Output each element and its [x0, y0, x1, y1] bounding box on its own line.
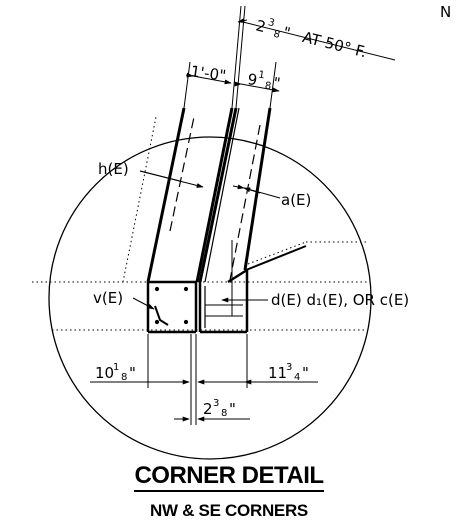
top-gap-label: 2 3 8 " AT 50° F. [254, 16, 369, 61]
bottom-dimensions [90, 334, 318, 425]
top-width-dimension [183, 61, 280, 109]
bottom-left-label: 10 1 8 " [95, 362, 136, 383]
a-label: a(E) [281, 191, 311, 209]
svg-text:9: 9 [246, 70, 258, 89]
bottom-right-label: 11 3 4 " [268, 362, 309, 383]
detail-subtitle: NW & SE CORNERS [150, 501, 308, 520]
detail-title: CORNER DETAIL [0, 462, 458, 492]
bottom-gap-label: 2 3 8 " [203, 398, 236, 419]
svg-text:2: 2 [254, 16, 268, 36]
svg-text:2: 2 [203, 400, 213, 418]
left-member [146, 107, 234, 334]
svg-text:1: 1 [258, 70, 266, 82]
v-leader [132, 297, 155, 310]
detail-circle [48, 136, 372, 460]
h-label: h(E) [98, 160, 129, 178]
d-label: d(E) d₁(E), OR c(E) [271, 291, 409, 309]
v-label: v(E) [93, 289, 123, 307]
svg-text:": " [272, 74, 281, 93]
svg-text:3: 3 [267, 17, 276, 29]
svg-text:3: 3 [213, 398, 219, 409]
svg-text:8: 8 [221, 408, 227, 419]
svg-text:3: 3 [286, 362, 292, 373]
width-right-label: 9 1 8 " [246, 70, 281, 93]
svg-text:8: 8 [272, 29, 281, 41]
width-left-label: 1'-0" [189, 62, 227, 85]
right-member [198, 107, 307, 334]
a-leader [232, 184, 281, 199]
svg-text:10: 10 [95, 364, 114, 382]
svg-text:11: 11 [268, 364, 287, 382]
svg-text:": " [129, 364, 136, 382]
corner-letter: N [440, 3, 451, 21]
svg-text:": " [302, 364, 309, 382]
svg-text:8: 8 [121, 372, 127, 383]
h-leader [139, 170, 204, 188]
svg-text:1: 1 [113, 362, 119, 373]
top-gap-dimension [231, 5, 396, 109]
svg-text:8: 8 [264, 81, 272, 93]
svg-text:": " [229, 400, 236, 418]
svg-text:": " [281, 23, 292, 42]
svg-text:AT 50° F.: AT 50° F. [301, 28, 369, 61]
svg-text:4: 4 [294, 372, 300, 383]
